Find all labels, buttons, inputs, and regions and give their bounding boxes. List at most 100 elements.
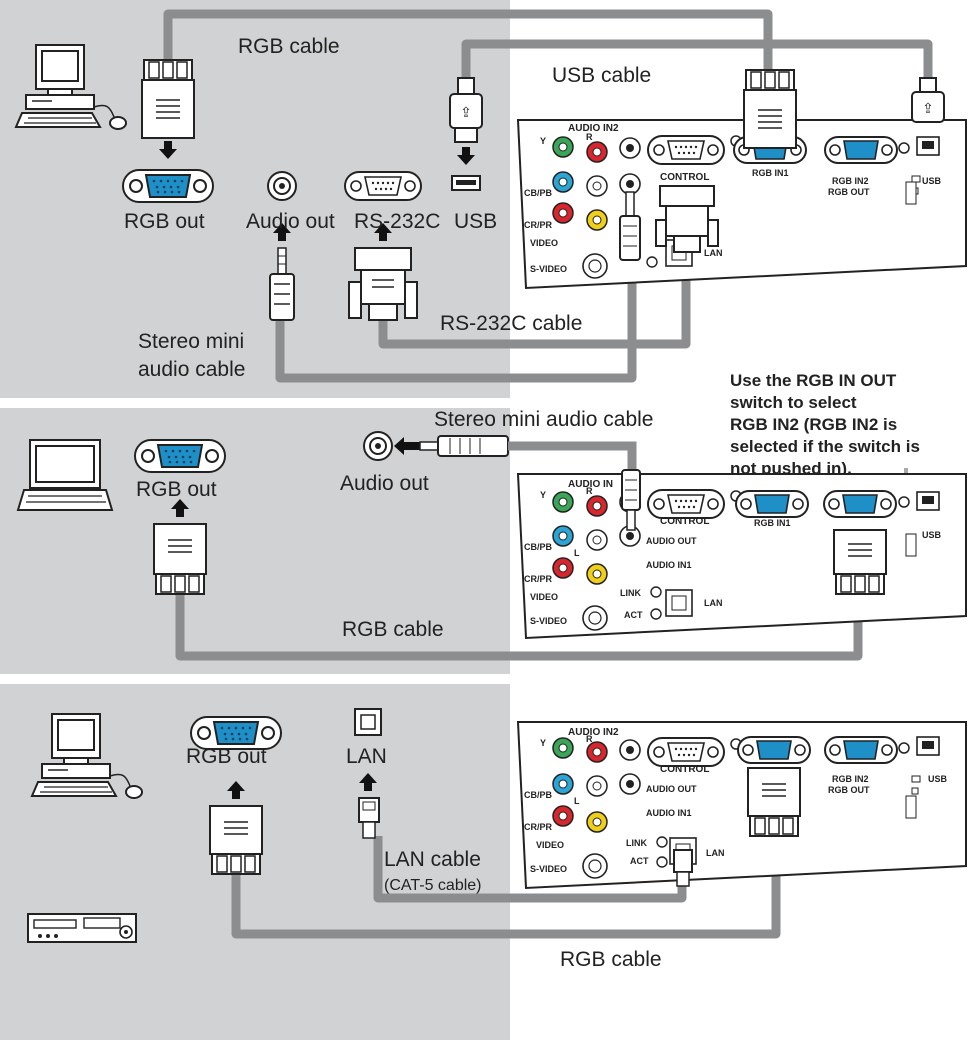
panel-audio-plug-icon xyxy=(621,469,641,531)
projector-panel-1: AUDIO IN2 Y R CB/PB CR/PR VIDEO S-VIDEO … xyxy=(516,69,967,290)
usb-port-label: USB xyxy=(922,176,942,186)
video-label: VIDEO xyxy=(536,840,564,850)
usb-port-label: USB xyxy=(928,774,948,784)
projector-panel-3: AUDIO IN2 Y R L CB/PB CR/PR VIDEO S-VIDE… xyxy=(516,721,967,890)
stereo-mini-label-line1: Stereo mini xyxy=(138,330,244,353)
stereo-mini-audio-cable-label: Stereo mini audio cable xyxy=(434,408,653,431)
r-label: R xyxy=(586,132,593,142)
dvd-player-icon xyxy=(27,913,137,943)
svg-text:⇪: ⇪ xyxy=(460,104,472,120)
projector-panel-2: AUDIO IN Y R L CB/PB CR/PR VIDEO S-VIDEO… xyxy=(516,469,967,640)
video-label: VIDEO xyxy=(530,238,558,248)
diagram-1: ⇪ RGB cable USB cable RGB out Audio out … xyxy=(0,0,967,398)
rgb-out-switch-label: RGB OUT xyxy=(828,187,870,197)
audio-cable-line xyxy=(508,441,637,470)
rgb-in1-port-icon xyxy=(737,736,811,764)
act-label: ACT xyxy=(624,610,643,620)
cb-pb-label: CB/PB xyxy=(524,188,553,198)
diagram-2-cables xyxy=(175,592,863,661)
usb-port-label: USB xyxy=(922,530,942,540)
diagram-3: RGB out LAN LAN cable (CAT-5 cable) RGB … xyxy=(0,684,967,1040)
rs232c-cable-plug-icon xyxy=(348,247,418,321)
s-video-label: S-VIDEO xyxy=(530,264,567,274)
note-line-4: selected if the switch is xyxy=(730,437,920,456)
l-label: L xyxy=(574,548,580,558)
lan-port-label: LAN xyxy=(706,848,725,858)
rgb-cable-label: RGB cable xyxy=(560,948,662,971)
panel-audio-plug-icon xyxy=(619,191,641,261)
rgb-cable-plug-icon xyxy=(141,59,195,139)
lan-port-label: LAN xyxy=(704,598,723,608)
rgb-out-label: RGB out xyxy=(186,745,267,768)
diagram-2: RGB out Audio out Stereo mini audio cabl… xyxy=(0,371,967,674)
lan-cable-plug-icon xyxy=(358,797,380,839)
rgb-in2-label: RGB IN2 xyxy=(832,176,869,186)
audio-out-port-label: AUDIO OUT xyxy=(646,536,697,546)
y-label: Y xyxy=(540,738,546,748)
cr-pr-label: CR/PR xyxy=(524,574,553,584)
rs232c-label: RS-232C xyxy=(354,210,440,233)
act-label: ACT xyxy=(630,856,649,866)
rgb-in1-plug-icon xyxy=(747,767,801,837)
cr-pr-label: CR/PR xyxy=(524,220,553,230)
lan-port-icon xyxy=(354,708,382,736)
rgb-in2-port-icon xyxy=(824,736,898,764)
audio-out-jack-icon xyxy=(267,171,297,201)
audio-in2-label: AUDIO IN2 xyxy=(568,123,619,134)
panel-lan-plug-icon xyxy=(673,849,693,887)
rgb-in2-port-icon xyxy=(823,490,897,518)
rs232c-cable-label: RS-232C cable xyxy=(440,312,582,335)
usb-label: USB xyxy=(454,210,497,233)
audio-in1-label: AUDIO IN1 xyxy=(646,560,692,570)
rgb-in2-label: RGB IN2 xyxy=(832,774,869,784)
panel-rs232c-plug-icon xyxy=(655,185,719,253)
y-label: Y xyxy=(540,490,546,500)
rgb-out-port-icon xyxy=(122,169,214,203)
rgb-in1-plug-icon xyxy=(743,69,797,149)
cb-pb-label: CB/PB xyxy=(524,790,553,800)
rgb-in2-plug-icon xyxy=(833,529,887,595)
usb-port-icon xyxy=(451,175,481,191)
rgb-cable-plug-icon xyxy=(153,523,207,595)
rgb-out-label: RGB out xyxy=(124,210,205,233)
rgb-cable-label: RGB cable xyxy=(238,35,340,58)
video-label: VIDEO xyxy=(530,592,558,602)
svg-text:⇪: ⇪ xyxy=(922,100,934,116)
control-port-icon xyxy=(647,135,725,165)
s-video-label: S-VIDEO xyxy=(530,616,567,626)
audio-out-label: Audio out xyxy=(246,210,335,233)
note-line-3: RGB IN2 (RGB IN2 is xyxy=(730,415,897,434)
lan-label: LAN xyxy=(346,745,387,768)
s-video-label: S-VIDEO xyxy=(530,864,567,874)
usb-cable-plug-icon: ⇪ xyxy=(449,77,483,143)
link-label: LINK xyxy=(620,588,641,598)
rgb-cable-label: RGB cable xyxy=(342,618,444,641)
y-label: Y xyxy=(540,136,546,146)
audio-out-label: Audio out xyxy=(340,472,429,495)
lan-port-label: LAN xyxy=(704,248,723,258)
stereo-mini-plug-icon xyxy=(394,435,509,457)
usb-cable-label: USB cable xyxy=(552,64,651,87)
stereo-mini-label-line2: audio cable xyxy=(138,358,245,381)
diagram-1-cables xyxy=(163,9,933,383)
control-port-icon xyxy=(647,737,725,767)
rgb-in1-port-icon xyxy=(735,490,809,518)
rgb-out-switch-label: RGB OUT xyxy=(828,785,870,795)
audio-out-jack-icon xyxy=(363,431,393,461)
laptop-icon xyxy=(16,439,114,511)
rgb-in2-port-icon xyxy=(824,136,898,164)
cat5-label: (CAT-5 cable) xyxy=(384,877,482,894)
cb-pb-label: CB/PB xyxy=(524,542,553,552)
audio-out-port-label: AUDIO OUT xyxy=(646,784,697,794)
control-label: CONTROL xyxy=(660,172,709,183)
stereo-mini-plug-icon xyxy=(269,247,295,321)
note-line-2: switch to select xyxy=(730,393,857,412)
control-label: CONTROL xyxy=(660,764,709,775)
rgb-in1-label: RGB IN1 xyxy=(752,168,789,178)
rgb-out-port-icon xyxy=(134,439,226,473)
audio-in1-label: AUDIO IN1 xyxy=(646,808,692,818)
note-line-1: Use the RGB IN OUT xyxy=(730,371,897,390)
r-label: R xyxy=(586,734,593,744)
audio-in-label: AUDIO IN xyxy=(568,479,613,490)
